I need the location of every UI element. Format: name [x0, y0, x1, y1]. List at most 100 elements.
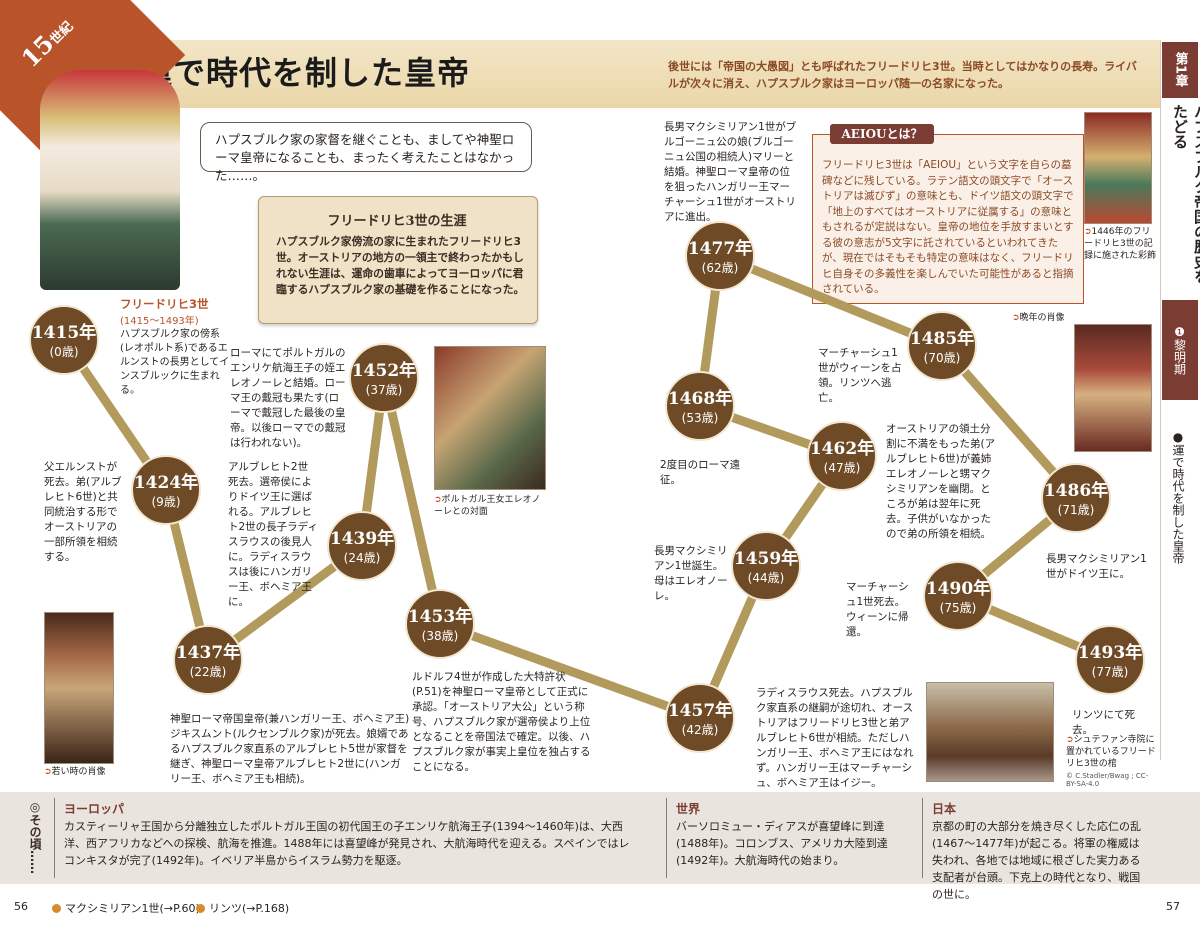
timeline-node-circle [327, 511, 397, 581]
timeline-node-1468: 1468年(53歳) [665, 371, 735, 441]
event-1462: オーストリアの領土分割に不満をもった弟(アルブレヒト6世)が義姉エレオノーレと甥… [886, 423, 996, 540]
event-1486: 長男マクシミリアン1世がドイツ王に。 [1046, 553, 1147, 580]
person-years: (1415〜1493年) [120, 316, 199, 327]
timeline-year: 1493年 [1078, 642, 1142, 663]
timeline-year: 1485年 [910, 328, 974, 349]
timeline-age: (53歳) [682, 411, 719, 425]
ref-linz[interactable]: リンツ(→P.168) [196, 900, 289, 916]
region-japan-title: 日本 [932, 802, 957, 816]
timeline-node-1415: 1415年(0歳) [29, 305, 99, 375]
chapter-sidebar [1160, 40, 1200, 760]
timeline-node-circle [131, 455, 201, 525]
timeline-node-circle [807, 421, 877, 491]
timeline-node-circle [665, 371, 735, 441]
caption-arrow-icon: ➲ [1012, 313, 1020, 323]
timeline-node-circle [29, 305, 99, 375]
caption-young: ➲若い時の肖像 [44, 767, 106, 777]
region-divider [666, 798, 667, 878]
coffin-photo [926, 682, 1054, 782]
timeline-age: (9歳) [152, 495, 181, 509]
timeline-node-1437: 1437年(22歳) [173, 625, 243, 695]
timeline-year: 1453年 [408, 606, 472, 627]
timeline-year: 1486年 [1044, 480, 1108, 501]
caption-record: ➲1446年のフリードリヒ3世の記録に施された彩飾 [1084, 227, 1157, 261]
event-1493: リンツにて死去。 [1072, 709, 1135, 736]
timeline-node-circle [173, 625, 243, 695]
timeline-node-1493: 1493年(77歳) [1075, 625, 1145, 695]
meeting-painting [434, 346, 546, 490]
event-1459: 長男マクシミリアン1世誕生。母はエレオノーレ。 [654, 545, 728, 602]
caption-arrow-icon: ➲ [1066, 735, 1074, 745]
timeline-node-1490: 1490年 (75歳) [923, 561, 993, 631]
timeline-age: (37歳) [366, 383, 403, 397]
speech-bubble: ハプスブルク家の家督を継ぐことも、ましてや神聖ローマ皇帝になることも、まったく考… [200, 122, 532, 183]
chapter-title: ハプスブルク帝国の歴史をたどる [1171, 104, 1200, 284]
timeline-node-circle [349, 343, 419, 413]
timeline-node-circle [1075, 625, 1145, 695]
crowned-portrait-illustration [40, 70, 180, 290]
aeiou-title: AEIOUとは？ [830, 124, 934, 144]
timeline-connector-1477-1485 [715, 251, 947, 351]
scroll-panel [258, 196, 538, 324]
caption-meeting: ➲ポルトガル王女エレオノーレとの対面 [434, 495, 541, 517]
event-1457: ラディスラウス死去。ハプスブルク家直系の継嗣が途切れ、オーストリアはフリードリヒ… [756, 687, 914, 789]
person-desc: ハプスブルク家の傍系(レオポルト系)であるエルンストの長男としてインスブルックに… [120, 329, 230, 396]
section-label: ❶黎明期 [1162, 300, 1198, 400]
timeline-age: (44歳) [748, 571, 785, 585]
timeline-node-1452: 1452年(37歳) [349, 343, 419, 413]
timeline-connector-1453-1457 [435, 619, 705, 723]
timeline-node-circle [1041, 463, 1111, 533]
chapter-label: 第1章 [1162, 42, 1198, 98]
timeline-node-1459: 1459年 (44歳) [731, 531, 801, 601]
caption-arrow-icon: ➲ [44, 767, 52, 777]
timeline-node-1477: 1477年(62歳) [685, 221, 755, 291]
scroll-title: フリードリヒ3世の生涯 [327, 214, 467, 229]
caption-arrow-icon: ➲ [434, 495, 442, 505]
old-portrait [1074, 324, 1152, 452]
timeline-year: 1477年 [688, 238, 752, 259]
timeline-age: (22歳) [190, 665, 227, 679]
aeiou-body: フリードリヒ3世は「AEIOU」という文字を自らの墓碑などに残している。ラテン語… [822, 159, 1074, 295]
region-divider [54, 798, 55, 878]
topic-label: ●運で時代を制した皇帝 [1171, 430, 1185, 564]
timeline-node-1453: 1453年 (38歳) [405, 589, 475, 659]
page-number-left: 56 [14, 900, 28, 913]
timeline-year: 1457年 [668, 700, 732, 721]
sonokoro-label: ◎その頃…… [28, 800, 42, 874]
timeline-node-circle [923, 561, 993, 631]
timeline-age: (24歳) [344, 551, 381, 565]
event-1485: マーチャーシュ1世がウィーンを占領。リンツへ逃亡。 [818, 347, 902, 404]
timeline-node-circle [907, 311, 977, 381]
page-number-right: 57 [1166, 900, 1180, 913]
event-1439: アルブレヒト2世死去。選帝侯によりドイツ王に選ばれる。アルブレヒト2世の長子ラデ… [228, 461, 318, 608]
timeline-age: (47歳) [824, 461, 861, 475]
young-portrait [44, 612, 114, 764]
event-1490: マーチャーシュ1世死去。ウィーンに帰還。 [846, 581, 909, 638]
timeline-age: (70歳) [924, 351, 961, 365]
timeline-year: 1490年 [926, 578, 990, 599]
timeline-connector-1452-1453 [379, 373, 445, 629]
ref-maximilian[interactable]: マクシミリアン1世(→P.60) [52, 900, 200, 916]
timeline-node-1424: 1424年 (9歳) [131, 455, 201, 525]
timeline-age: (71歳) [1058, 503, 1095, 517]
event-1468: 2度目のローマ遠征。 [660, 459, 741, 486]
timeline-year: 1459年 [734, 548, 798, 569]
event-1452: ローマにてポルトガルのエンリケ航海王子の姪エレオノーレと結婚。ローマ王の戴冠も果… [230, 347, 346, 449]
timeline-node-circle [665, 683, 735, 753]
timeline-node-circle [685, 221, 755, 291]
region-europe-title: ヨーロッパ [64, 802, 125, 816]
event-1453: ルドルフ4世が作成した大特許状(P.51)を神聖ローマ皇帝として正式に承認。「オ… [412, 671, 591, 773]
timeline-node-1439: 1439年 (24歳) [327, 511, 397, 581]
timeline-node-1485: 1485年 (70歳) [907, 311, 977, 381]
aeiou-panel [812, 134, 1084, 304]
timeline-year: 1424年 [134, 472, 198, 493]
timeline-age: (42歳) [682, 723, 719, 737]
timeline-age: (38歳) [422, 629, 459, 643]
event-1437: 神聖ローマ帝国皇帝(兼ハンガリー王、ボヘミア王)ジキスムント(ルクセンブルク家)… [170, 713, 410, 785]
region-divider [922, 798, 923, 878]
region-japan-text: 京都の町の大部分を焼き尽くした応仁の乱(1467〜1477年)が起こる。将軍の権… [932, 820, 1141, 901]
event-1424: 父エルンストが死去。弟(アルブレヒト6世)と共同統治する形でオーストリアの一部所… [44, 461, 122, 563]
timeline-year: 1439年 [330, 528, 394, 549]
timeline-node-circle [405, 589, 475, 659]
timeline-age: (75歳) [940, 601, 977, 615]
